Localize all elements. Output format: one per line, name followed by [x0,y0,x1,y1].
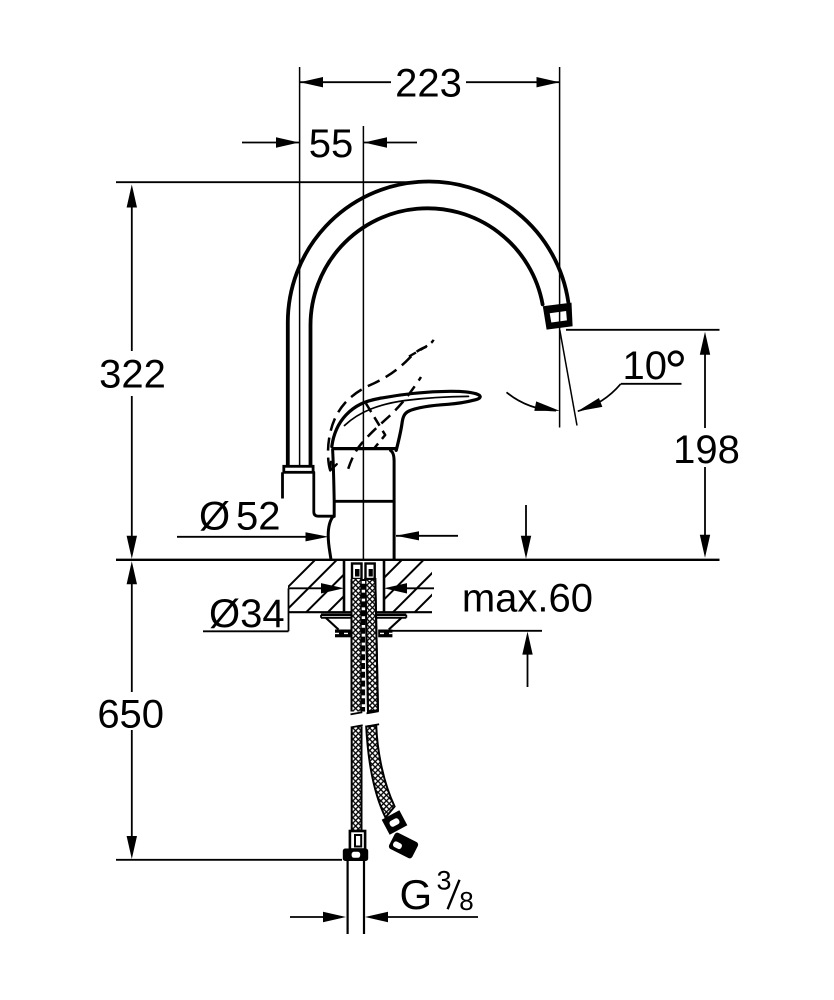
svg-text:max.60: max.60 [462,577,593,621]
svg-text:Ø34: Ø34 [209,592,285,636]
svg-text:Ø: Ø [199,494,230,538]
svg-text:52: 52 [236,494,281,538]
svg-text:10: 10 [623,344,668,388]
svg-text:55: 55 [309,122,354,166]
svg-text:650: 650 [97,692,164,736]
svg-text:8: 8 [459,886,473,916]
svg-text:322: 322 [99,352,166,396]
svg-text:223: 223 [395,62,462,106]
svg-text:198: 198 [673,428,740,472]
svg-text:G: G [400,871,433,918]
svg-text:3: 3 [437,866,452,896]
